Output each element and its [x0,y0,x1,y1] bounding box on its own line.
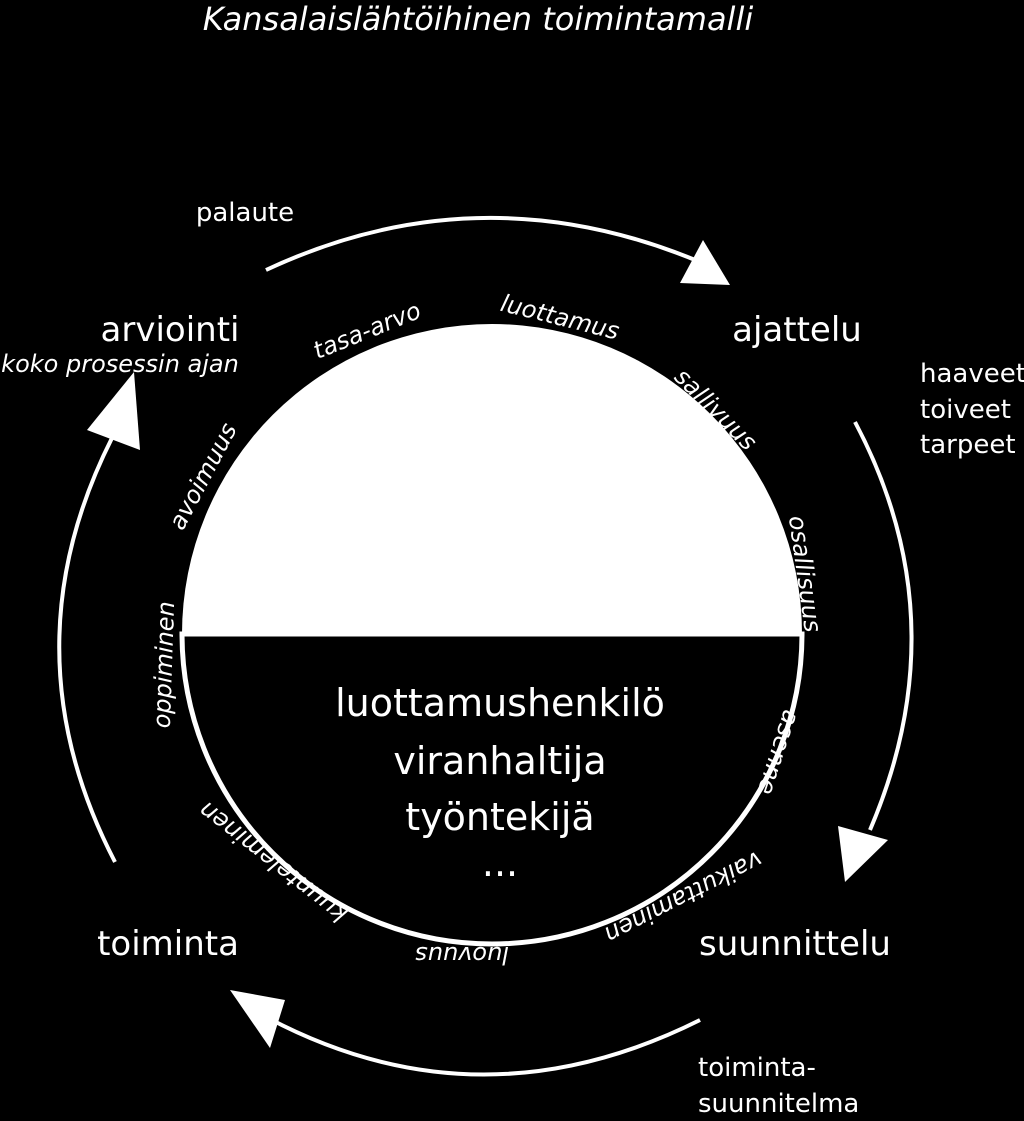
stage-suunnittelu: suunnittelu [699,924,891,964]
role-item: viranhaltija [393,739,606,783]
stage-arviointi: arviointi [101,310,240,350]
value-oppiminen: oppiminen [148,601,180,729]
arrowhead-icon [230,990,285,1048]
arrow-suunnittelu-toiminta [267,1016,701,1077]
role-item: työntekijä [405,795,594,839]
role-item: ... [482,841,518,885]
cycle-arrows [57,216,914,1077]
arrow-ajattelu-suunnittelu [853,421,914,831]
label-needs-item: toiveet [920,395,1011,425]
arrowhead-icon [87,372,140,450]
label-plan-item: toiminta- [698,1053,816,1083]
label-palaute: palaute [196,198,294,228]
center-circle [179,324,805,947]
roles-list: luottamushenkilö viranhaltija työntekijä… [335,681,665,885]
arrowhead-icon [838,826,888,882]
stage-arviointi-sub: koko prosessin ajan [1,350,239,378]
arrow-palaute [265,216,701,272]
role-item: luottamushenkilö [335,681,665,725]
arrow-toiminta-arviointi [57,437,117,863]
label-needs-item: haaveet [920,359,1024,389]
stage-ajattelu: ajattelu [732,310,862,350]
diagram-title: Kansalaislähtöihinen toimintamalli [203,0,754,38]
label-needs-item: tarpeet [920,430,1016,460]
arrow-heads [87,240,888,1048]
label-plan-item: suunnitelma [698,1089,859,1119]
value-luovuus: luovuus [415,941,509,969]
center-circle-bottom [179,631,805,947]
center-circle-top [182,324,802,634]
arrowhead-icon [680,240,730,285]
stage-toiminta: toiminta [97,924,239,964]
